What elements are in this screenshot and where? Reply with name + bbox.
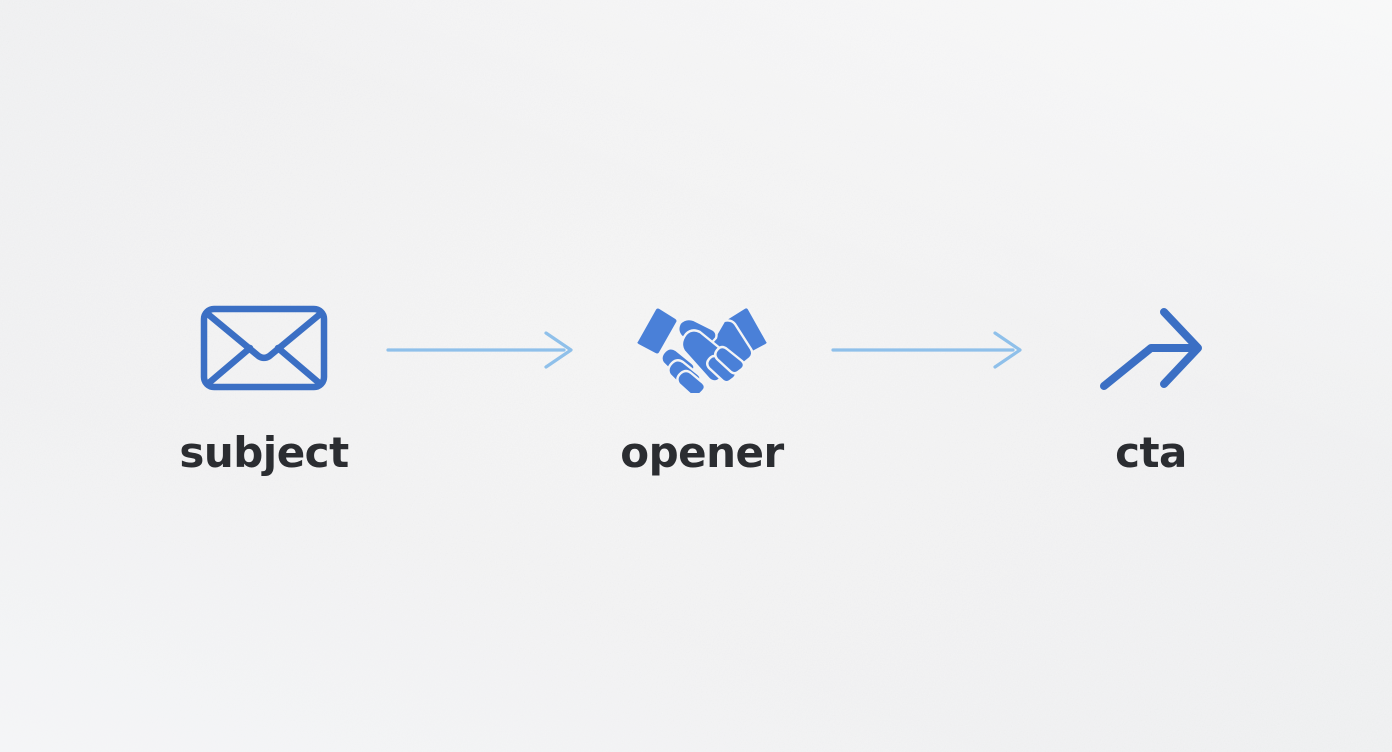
arrow-right-icon — [386, 331, 573, 369]
bent-arrow-icon — [1100, 308, 1202, 390]
flow-stage-subject[interactable]: subject — [134, 300, 394, 474]
flow-stage-opener[interactable]: opener — [572, 300, 832, 474]
connector-subject-opener — [386, 326, 576, 374]
handshake-icon — [635, 306, 769, 393]
stage-label-opener: opener — [620, 428, 784, 477]
stage-icon-wrapper — [572, 300, 832, 396]
flow-stage-cta[interactable]: cta — [1021, 300, 1281, 474]
connector-opener-cta — [831, 326, 1025, 374]
stage-label-subject: subject — [179, 428, 349, 477]
stage-icon-wrapper — [1021, 300, 1281, 396]
stage-icon-wrapper — [134, 300, 394, 396]
stage-label-cta: cta — [1115, 428, 1187, 477]
arrow-right-icon — [831, 331, 1022, 369]
envelope-icon — [200, 305, 328, 391]
